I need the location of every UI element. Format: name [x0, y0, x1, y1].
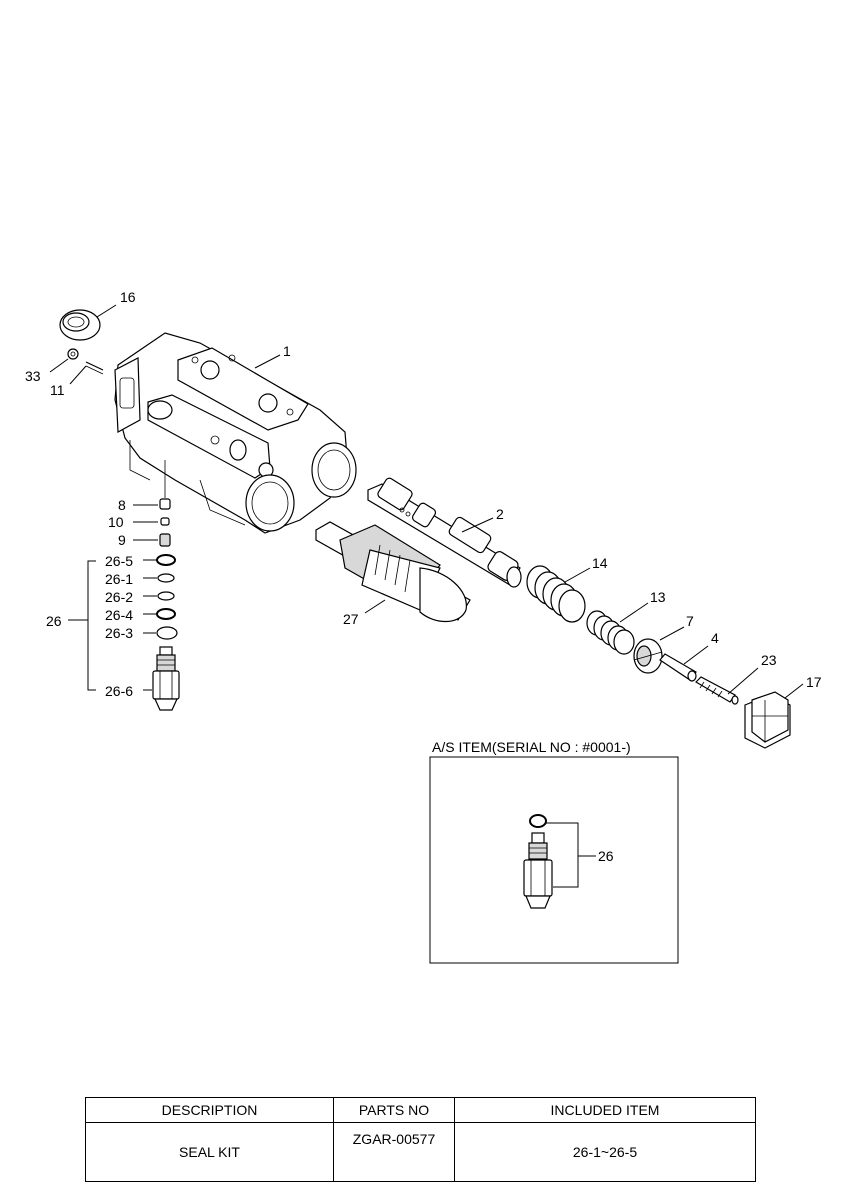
part-17-plug [744, 691, 791, 749]
callout-27: 27 [343, 611, 359, 627]
header-description: DESCRIPTION [85, 1097, 334, 1123]
part-23-bolt [695, 676, 739, 705]
part-26-5-oring [156, 554, 176, 566]
parts-table: DESCRIPTION PARTS NO INCLUDED ITEM SEAL … [85, 1097, 756, 1182]
cell-description: SEAL KIT [85, 1122, 334, 1182]
inset-callout-26: 26 [598, 848, 614, 864]
part-14-spring [526, 565, 586, 623]
inset-title: A/S ITEM(SERIAL NO : #0001-) [432, 739, 631, 755]
table-row: SEAL KIT ZGAR-00577 26-1~26-5 [85, 1122, 756, 1182]
table-header-row: DESCRIPTION PARTS NO INCLUDED ITEM [85, 1097, 756, 1123]
part-10-seal [160, 517, 170, 526]
callout-14: 14 [592, 555, 608, 571]
callout-17: 17 [806, 674, 822, 690]
part-13-spring [586, 610, 635, 655]
callout-8: 8 [118, 497, 126, 513]
header-included-item: INCLUDED ITEM [454, 1097, 756, 1123]
cell-parts-no: ZGAR-00577 [333, 1122, 455, 1182]
callout-1: 1 [283, 343, 291, 359]
callout-26-6: 26-6 [105, 683, 133, 699]
callout-13: 13 [650, 589, 666, 605]
part-33-nut [67, 348, 79, 360]
callout-9: 9 [118, 532, 126, 548]
header-parts-no: PARTS NO [333, 1097, 455, 1123]
part-7-spring-seat [633, 638, 663, 674]
inset-part-26-valve [523, 814, 553, 909]
part-16-plug [59, 309, 101, 341]
callout-26-4: 26-4 [105, 607, 133, 623]
part-9-plug [159, 533, 171, 547]
callout-26: 26 [46, 613, 62, 629]
inset-box [429, 756, 679, 964]
callout-10: 10 [108, 514, 124, 530]
callout-7: 7 [686, 613, 694, 629]
callout-26-5: 26-5 [105, 553, 133, 569]
callout-16: 16 [120, 289, 136, 305]
callout-33: 33 [25, 368, 41, 384]
callout-26-2: 26-2 [105, 589, 133, 605]
part-26-4-oring [156, 608, 176, 620]
callout-23: 23 [761, 652, 777, 668]
part-11-pin [85, 361, 104, 375]
callout-11: 11 [50, 382, 65, 398]
inset-bracket [546, 822, 579, 888]
part-26-6-valve [152, 646, 180, 711]
part-27-relief-valve [315, 521, 471, 623]
part-1-valve-body [114, 332, 357, 534]
cell-included-item: 26-1~26-5 [454, 1122, 756, 1182]
callout-4: 4 [711, 630, 719, 646]
part-2-spool [367, 477, 522, 588]
callout-2: 2 [496, 506, 504, 522]
part-26-2-ring [157, 591, 175, 601]
part-8-plug [159, 498, 171, 510]
part-4-rod [659, 653, 697, 682]
callout-26-3: 26-3 [105, 625, 133, 641]
part-26-3-oring [156, 626, 178, 640]
bracket-26 [87, 560, 96, 691]
part-26-1-ring [157, 573, 175, 583]
callout-26-1: 26-1 [105, 571, 133, 587]
